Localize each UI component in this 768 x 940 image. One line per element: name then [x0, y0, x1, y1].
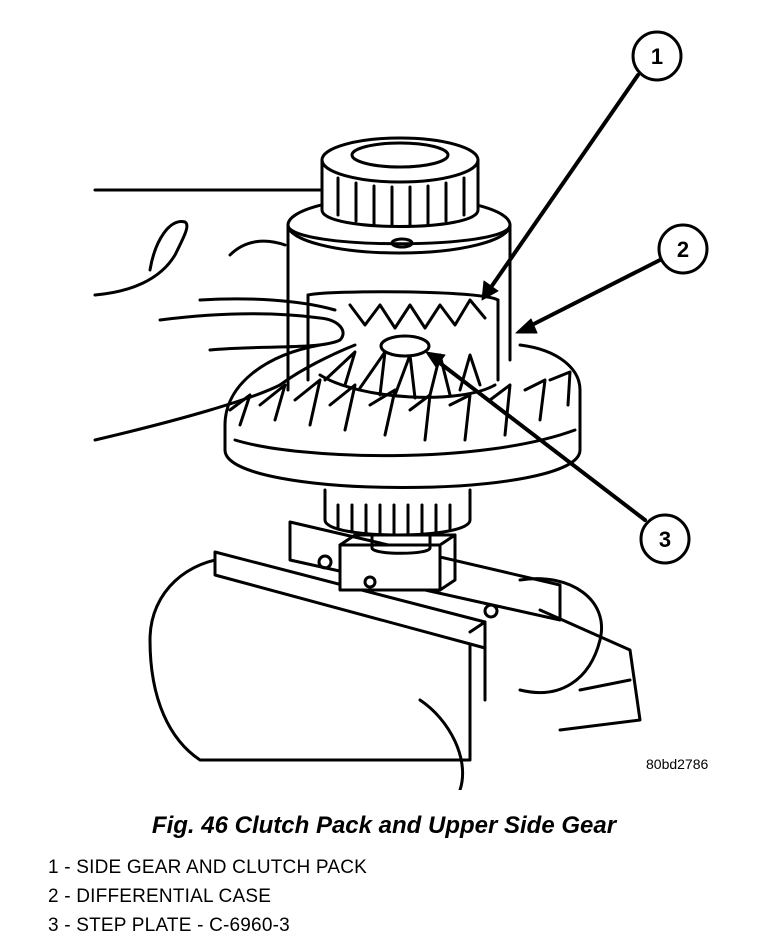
legend-item: 1 - SIDE GEAR AND CLUTCH PACK: [48, 857, 368, 878]
lower-bearing: [323, 488, 472, 537]
figure-id-code: 80bd2786: [646, 756, 709, 772]
step-plate: [379, 334, 431, 358]
ring-gear: [223, 343, 582, 489]
upper-bearing: [320, 136, 480, 228]
legend-item: 2 - DIFFERENTIAL CASE: [48, 886, 272, 907]
legend-item: 3 - STEP PLATE - C-6960-3: [48, 915, 290, 936]
callout-circle-3: [639, 513, 691, 565]
leader-line-3: [430, 355, 647, 522]
legend-list: 1 - SIDE GEAR AND CLUTCH PACK 2 - DIFFER…: [48, 853, 367, 940]
callout-circle-1: [631, 30, 683, 82]
arrowheads: [425, 280, 538, 368]
callout-number-3: 3: [659, 527, 671, 552]
figure-caption: Fig. 46 Clutch Pack and Upper Side Gear: [151, 812, 617, 839]
leader-lines: [430, 73, 662, 522]
diagram-illustration: 1 2 3: [93, 30, 709, 790]
arrowhead-3: [425, 351, 446, 368]
callout-number-1: 1: [651, 44, 663, 69]
hand: [93, 188, 357, 442]
callout-circle-2: [657, 223, 709, 275]
leader-line-1: [485, 73, 640, 295]
arrowhead-2: [515, 318, 538, 334]
leader-line-2: [520, 258, 662, 332]
callout-number-2: 2: [677, 237, 689, 262]
arrowhead-1: [481, 280, 499, 301]
